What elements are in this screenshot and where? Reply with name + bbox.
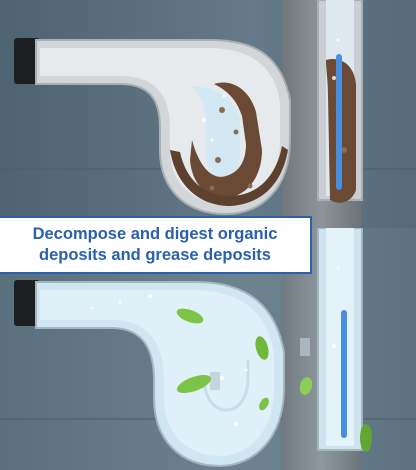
leaf-icon [176,308,372,452]
clogged-pipe-scene [0,0,416,228]
water-bubbles-clean [90,266,340,426]
drain-pipe-icon [35,228,363,468]
dispenser-stick-icon [336,54,342,190]
caption-line-2: deposits and grease deposits [39,246,271,264]
caption-banner: Decompose and digest organic deposits an… [0,216,312,274]
dispenser-stick-icon [341,310,347,438]
wall-flange-clean [14,280,40,326]
clogged-pipe-panel [0,0,416,228]
water-bubbles [202,38,340,142]
caption-line-1: Decompose and digest organic [32,225,278,243]
wall-flange [14,38,40,84]
clog-deposit-icon [170,59,356,206]
